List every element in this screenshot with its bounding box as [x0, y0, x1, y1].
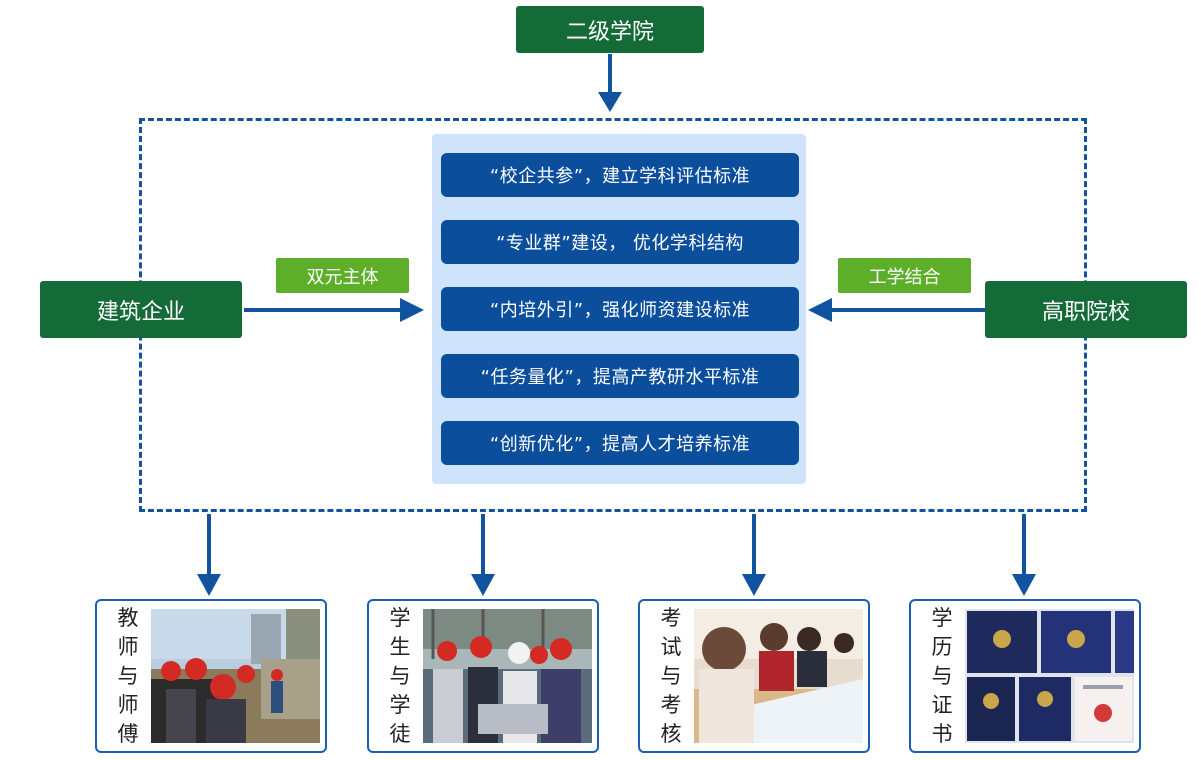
left-tag-dual-subject: 双元主体	[276, 258, 409, 293]
center-item-1: “校企共参”，建立学科评估标准	[441, 153, 799, 197]
right-node-label: 高职院校	[1041, 299, 1130, 325]
output-card-2-label: 学 生 与 学 徒	[389, 605, 411, 746]
output-card-4-label: 学 历 与 证 书	[931, 605, 953, 746]
top-node-college: 二级学院	[516, 6, 704, 53]
center-item-2: “专业群”建设， 优化学科结构	[441, 220, 799, 264]
top-node-label: 二级学院	[565, 19, 654, 45]
center-item-3: “内培外引”，强化师资建设标准	[441, 287, 799, 331]
construction-site-photo	[151, 609, 320, 743]
output-card-1: 教 师 与 师 傅	[95, 599, 327, 753]
output-card-4: 学 历 与 证 书	[909, 599, 1141, 753]
center-item-4: “任务量化”，提高产教研水平标准	[441, 354, 799, 398]
output-card-3-label: 考 试 与 考 核	[660, 605, 682, 746]
right-node-vocational-college: 高职院校	[985, 281, 1187, 338]
students-hardhats-photo	[423, 609, 592, 743]
exam-students-photo	[694, 609, 863, 743]
certificates-photo	[965, 609, 1134, 743]
left-node-construction-enterprise: 建筑企业	[40, 281, 242, 338]
output-card-2: 学 生 与 学 徒	[367, 599, 599, 753]
center-item-5: “创新优化”，提高人才培养标准	[441, 421, 799, 465]
right-tag-work-study: 工学结合	[838, 258, 971, 293]
output-card-3: 考 试 与 考 核	[638, 599, 870, 753]
left-node-label: 建筑企业	[96, 299, 185, 325]
output-card-1-label: 教 师 与 师 傅	[117, 605, 139, 746]
